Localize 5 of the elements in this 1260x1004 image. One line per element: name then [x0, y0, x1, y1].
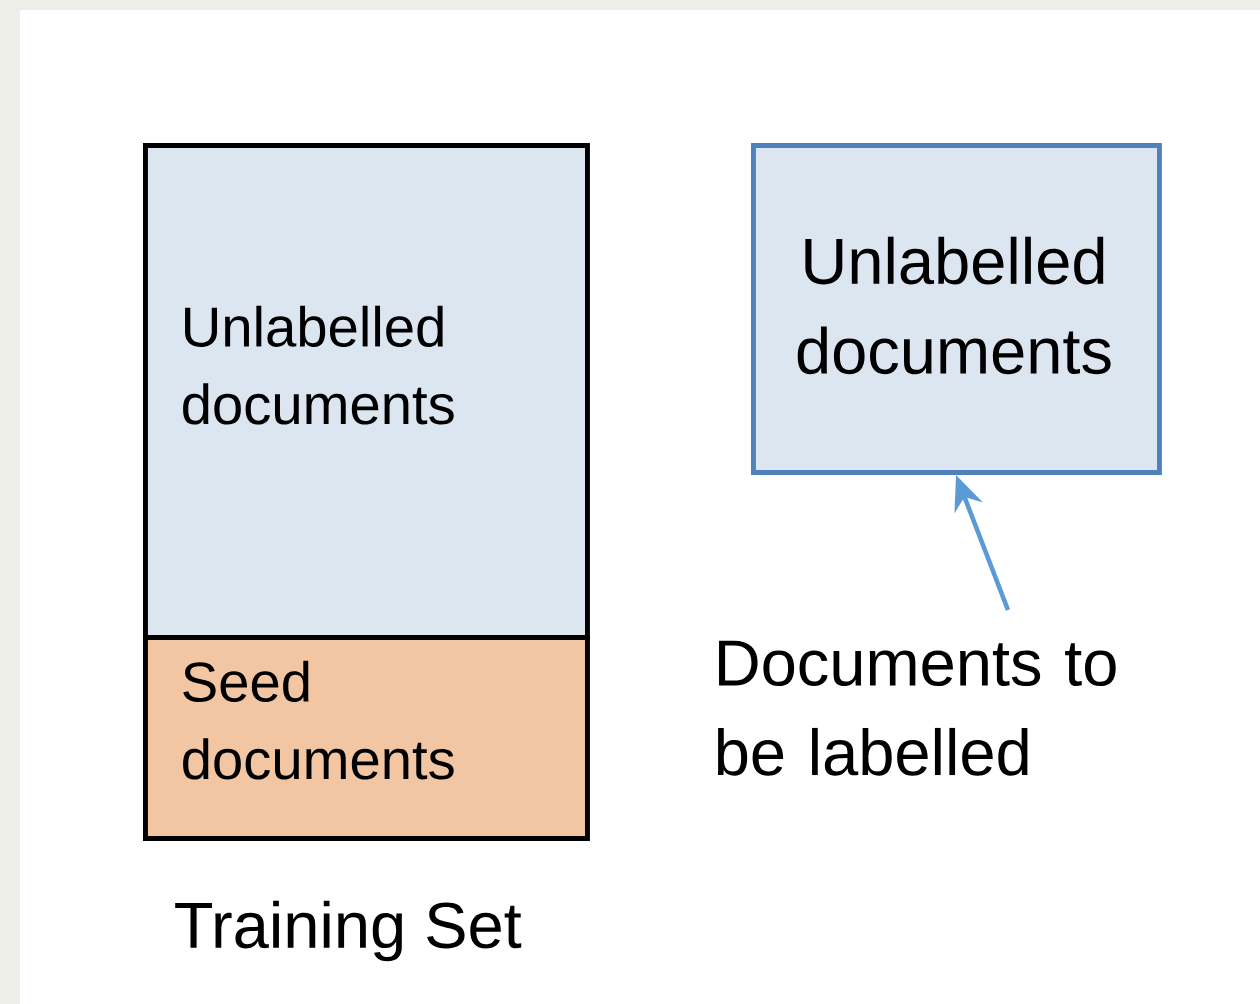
process-box: Seed documents	[143, 635, 590, 841]
annotation-text: Documents to be labelled	[717, 640, 1116, 776]
caption: Training Set	[175, 900, 522, 962]
process-box: Unlabelled documents	[751, 143, 1162, 475]
process-box: Unlabelled documents	[143, 143, 590, 640]
